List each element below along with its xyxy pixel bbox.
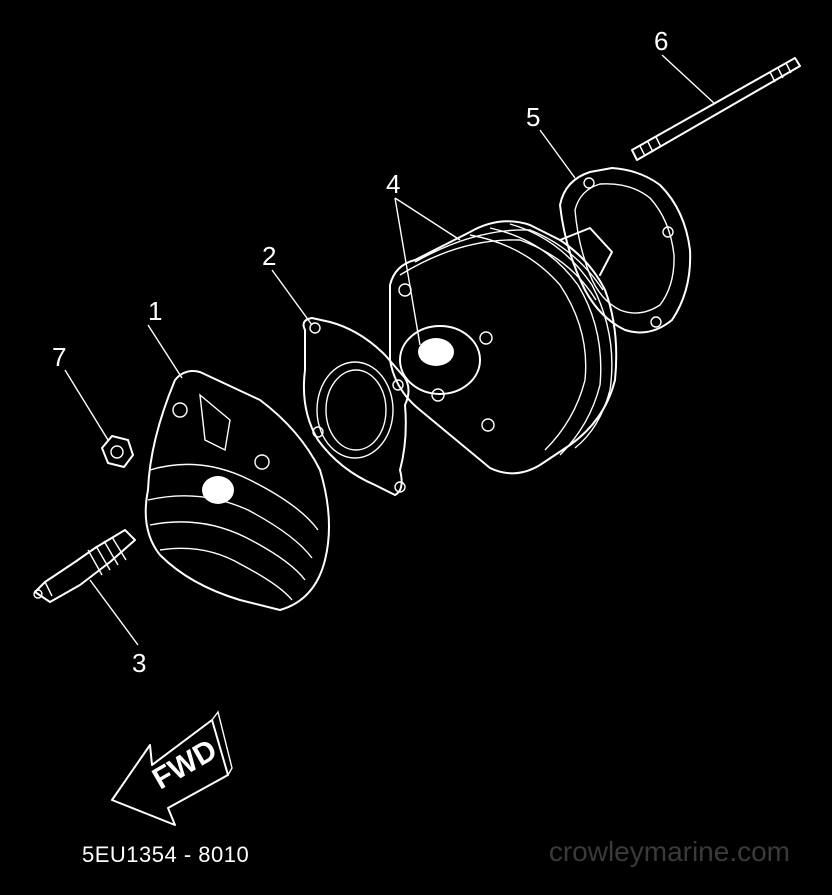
forward-arrow-icon: FWD	[111, 710, 233, 826]
spark-plug	[33, 529, 136, 603]
head-gasket	[302, 317, 410, 496]
cylinder	[389, 220, 618, 475]
callout-7: 7	[52, 342, 66, 372]
base-gasket	[559, 167, 692, 334]
stud-bolt	[631, 57, 801, 161]
callout-3: 3	[132, 648, 146, 678]
part-code: 5EU1354 - 8010	[82, 842, 250, 867]
watermark: crowleymarine.com	[548, 836, 790, 867]
callout-5: 5	[526, 102, 540, 132]
forward-label: FWD	[147, 733, 223, 796]
callout-2: 2	[262, 241, 276, 271]
callout-1: 1	[148, 296, 162, 326]
nut	[101, 435, 134, 468]
callout-4: 4	[386, 169, 400, 199]
cylinder-head	[144, 370, 330, 611]
leader-lines	[64, 54, 716, 646]
callout-6: 6	[654, 26, 668, 56]
